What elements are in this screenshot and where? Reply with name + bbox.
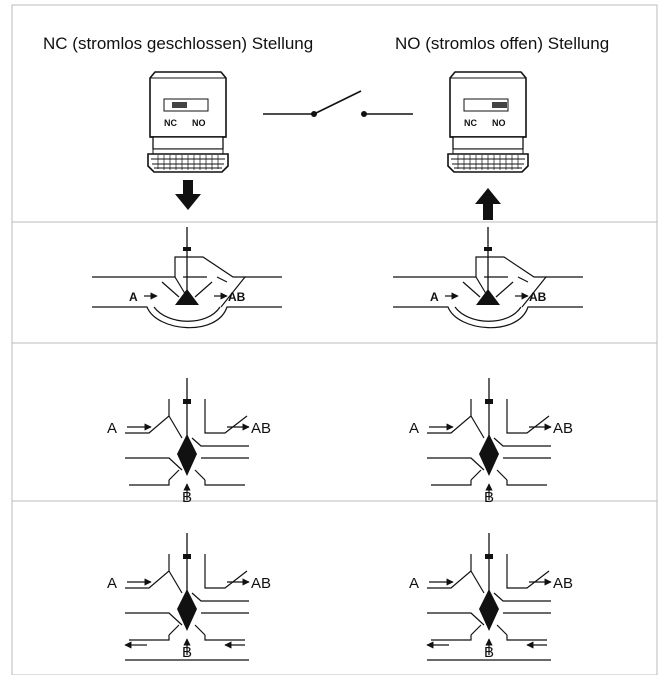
switch-label-nc: NC <box>464 118 477 128</box>
two-way-valve-nc: A AB <box>91 226 283 329</box>
port-a-label: A <box>430 290 439 304</box>
port-ab-label: AB <box>553 575 573 592</box>
three-way-valve-no: A AB B <box>409 378 573 506</box>
port-a-label: A <box>107 575 117 592</box>
three-way-valve-nc: A AB B <box>107 378 271 506</box>
header-nc: NC (stromlos geschlossen) Stellung <box>43 34 313 53</box>
port-ab-label: AB <box>251 420 271 437</box>
port-b-label: B <box>182 644 192 661</box>
frame <box>11 4 658 675</box>
arrow-up-icon <box>475 188 501 220</box>
port-ab-label: AB <box>553 420 573 437</box>
port-ab-label: AB <box>251 575 271 592</box>
port-b-label: B <box>484 489 494 506</box>
two-way-valve-no: A AB <box>392 226 584 329</box>
header-no: NO (stromlos offen) Stellung <box>395 34 609 53</box>
port-ab-label: AB <box>529 290 547 304</box>
port-b-label: B <box>182 489 192 506</box>
switch-label-no: NO <box>192 118 206 128</box>
mixing-valve-no: A AB B <box>409 533 573 661</box>
mixing-valve-nc: A AB B <box>107 533 271 661</box>
port-a-label: A <box>409 420 419 437</box>
switch-label-nc: NC <box>164 118 177 128</box>
port-a-label: A <box>107 420 117 437</box>
switch-label-no: NO <box>492 118 506 128</box>
port-ab-label: AB <box>228 290 246 304</box>
port-a-label: A <box>129 290 138 304</box>
port-a-label: A <box>409 575 419 592</box>
actuator-no: NC NO <box>447 71 529 220</box>
actuator-nc: NC NO <box>147 71 229 210</box>
port-b-label: B <box>484 644 494 661</box>
switch-symbol <box>263 90 413 117</box>
arrow-down-icon <box>175 180 201 210</box>
